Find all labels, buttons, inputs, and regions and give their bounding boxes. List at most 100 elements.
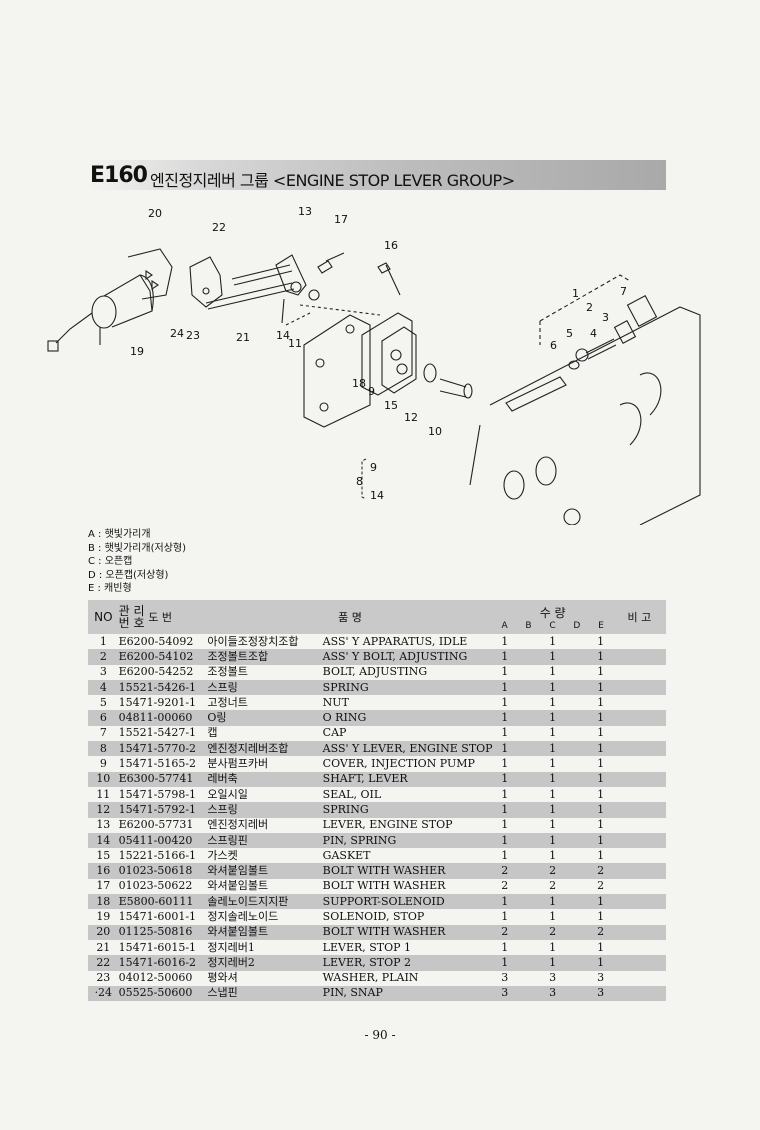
qty-b bbox=[517, 940, 541, 955]
qty-a: 1 bbox=[492, 832, 517, 849]
qty-b bbox=[516, 649, 541, 665]
qty-e: 1 bbox=[597, 787, 605, 801]
part-item-no: 11 bbox=[96, 787, 111, 801]
part-number: 01023-50618 bbox=[118, 863, 208, 879]
qty-d bbox=[565, 695, 589, 710]
remark bbox=[612, 894, 666, 910]
qty-d bbox=[565, 909, 589, 924]
qty-d bbox=[565, 726, 589, 741]
callout-5: 5 bbox=[566, 327, 573, 340]
part-name-kr: 가스켓 bbox=[207, 848, 238, 862]
part-name-kr: 조정볼트조합 bbox=[207, 649, 323, 665]
qty-a: 1 bbox=[492, 771, 517, 787]
part-number: 15471-5798-1 bbox=[118, 787, 197, 801]
callout-15: 15 bbox=[384, 399, 398, 412]
part-item-no: 4 bbox=[88, 679, 119, 696]
part-number: 01125-50816 bbox=[118, 924, 208, 940]
qty-c: 3 bbox=[549, 971, 557, 985]
part-name-kr: 정지레버1 bbox=[207, 940, 255, 954]
part-number: 04012-50060 bbox=[118, 971, 193, 985]
qty-c: 1 bbox=[549, 818, 557, 832]
callout-1: 1 bbox=[572, 287, 579, 300]
part-name-kr: 스프링 bbox=[207, 679, 323, 696]
part-name-kr: 와셔붙임볼트 bbox=[207, 863, 323, 879]
qty-d bbox=[564, 679, 589, 696]
part-name-kr: 엔진정지레버조합 bbox=[207, 741, 323, 757]
qty-c: 1 bbox=[549, 695, 557, 709]
qty-e: 1 bbox=[597, 940, 605, 954]
qty-e: 1 bbox=[597, 848, 605, 862]
qty-b bbox=[516, 802, 541, 818]
qty-b bbox=[517, 634, 541, 649]
callout-12: 12 bbox=[404, 411, 418, 424]
callout-22: 22 bbox=[212, 221, 226, 234]
part-name-kr: 정지레버2 bbox=[207, 955, 323, 971]
part-number: 15471-9201-1 bbox=[118, 695, 197, 709]
part-item-no: 20 bbox=[88, 924, 119, 940]
part-name-kr: 정지솔레노이드 bbox=[207, 909, 279, 923]
part-number: 15471-5792-1 bbox=[118, 802, 208, 818]
qty-e: 1 bbox=[588, 649, 613, 665]
qty-e: 1 bbox=[597, 726, 605, 740]
qty-a: 1 bbox=[501, 818, 509, 832]
qty-a: 1 bbox=[492, 679, 517, 696]
callout-11: 11 bbox=[288, 337, 302, 350]
qty-d bbox=[564, 832, 589, 849]
qty-e: 2 bbox=[588, 863, 613, 879]
part-name-en: CAP bbox=[322, 726, 347, 740]
qty-d bbox=[564, 649, 589, 665]
qty-a: 2 bbox=[501, 879, 509, 893]
qty-c: 1 bbox=[540, 894, 565, 910]
qty-a: 1 bbox=[492, 649, 517, 665]
qty-c: 1 bbox=[549, 909, 557, 923]
qty-a: 1 bbox=[492, 955, 517, 971]
qty-d bbox=[564, 924, 589, 940]
part-number: 15471-5165-2 bbox=[118, 757, 197, 771]
part-item-no: 9 bbox=[99, 757, 107, 771]
callout-13: 13 bbox=[298, 205, 312, 218]
parts-table: NO 관 리 번 호 도 번 품 명 수 량 A B C D E 비 bbox=[88, 600, 666, 1002]
qty-b bbox=[517, 665, 541, 680]
callout-20: 20 bbox=[148, 207, 162, 220]
qty-b bbox=[516, 863, 541, 879]
support-solenoid-drawing bbox=[303, 314, 371, 428]
part-name-kr: 스프링 bbox=[207, 802, 323, 818]
header-remark: 비 고 bbox=[612, 600, 666, 634]
callout-2: 2 bbox=[586, 301, 593, 314]
qty-c: 3 bbox=[540, 985, 565, 1002]
part-number: E6200-57731 bbox=[118, 818, 194, 832]
part-name-en: COVER, INJECTION PUMP bbox=[322, 757, 475, 771]
remark bbox=[612, 863, 666, 879]
part-item-no: 3 bbox=[99, 665, 107, 679]
remark bbox=[612, 985, 666, 1002]
remark bbox=[613, 940, 666, 955]
qty-d bbox=[564, 894, 589, 910]
header-name: 품 명 bbox=[207, 600, 493, 634]
qty-c: 1 bbox=[540, 802, 565, 818]
part-item-no: 10 bbox=[88, 771, 119, 787]
part-item-no: 19 bbox=[96, 909, 111, 923]
qty-d bbox=[564, 741, 589, 757]
stop-lever-2-drawing bbox=[189, 256, 223, 308]
qty-c: 2 bbox=[549, 879, 557, 893]
part-name-en: BOLT, ADJUSTING bbox=[322, 665, 428, 679]
callout-9b: 9 bbox=[370, 461, 377, 474]
remark bbox=[613, 695, 666, 710]
qty-a: 1 bbox=[492, 741, 517, 757]
qty-c: 1 bbox=[540, 771, 565, 787]
qty-c: 1 bbox=[540, 679, 565, 696]
part-name-kr: O링 bbox=[207, 710, 323, 726]
remark bbox=[613, 879, 666, 894]
remark bbox=[612, 802, 666, 818]
callout-14: 14 bbox=[276, 329, 290, 342]
